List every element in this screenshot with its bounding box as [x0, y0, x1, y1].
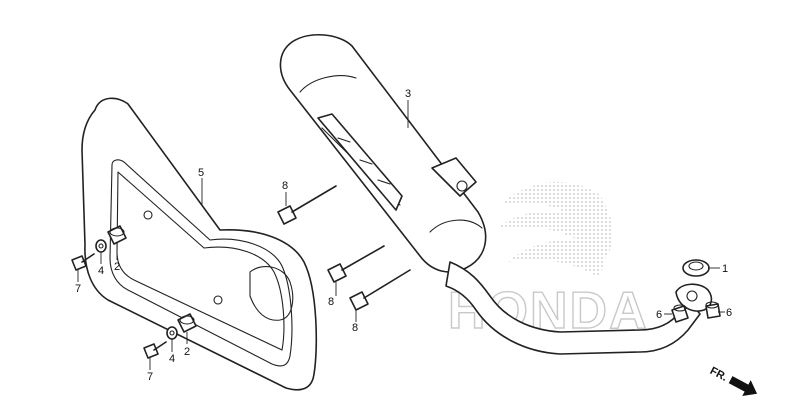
muffler	[279, 33, 487, 273]
callout-8-bolt-upper: 8	[282, 180, 288, 192]
callout-2-collar-lower: 2	[184, 346, 190, 358]
washer-lower	[166, 326, 178, 340]
bolt-mid	[327, 245, 385, 283]
washer-upper	[95, 239, 107, 253]
callout-5-heat-guard: 5	[198, 167, 204, 179]
front-direction-label: FR.	[708, 365, 729, 384]
callout-8-bolt-lower: 8	[352, 322, 358, 334]
front-arrow-icon	[728, 376, 758, 397]
callout-4-washer-upper: 4	[98, 265, 104, 277]
exhaust-pipe	[445, 261, 713, 355]
nut-left	[671, 304, 689, 323]
exhaust-gasket	[682, 259, 710, 277]
callout-7-screw-upper: 7	[75, 283, 81, 295]
front-direction-indicator: FR.	[708, 365, 758, 397]
bolt-upper	[277, 185, 337, 225]
callout-4-washer-lower: 4	[169, 353, 175, 365]
callout-6-nut-right: 6	[726, 307, 732, 319]
nut-right	[705, 301, 721, 319]
honda-wing-logo	[498, 182, 613, 278]
callout-6-nut-left: 6	[656, 309, 662, 321]
heat-guard	[81, 97, 318, 391]
callout-1-gasket: 1	[722, 263, 728, 275]
collar-upper	[107, 225, 127, 245]
collar-lower	[177, 313, 197, 333]
bolt-lower	[349, 269, 411, 311]
callout-3-muffler: 3	[405, 88, 411, 100]
callout-7-screw-lower: 7	[147, 371, 153, 383]
screw-upper	[71, 253, 95, 271]
screw-lower	[143, 341, 167, 359]
callout-8-bolt-mid: 8	[328, 296, 334, 308]
leader-lines	[77, 100, 725, 370]
callout-2-collar-upper: 2	[114, 261, 120, 273]
